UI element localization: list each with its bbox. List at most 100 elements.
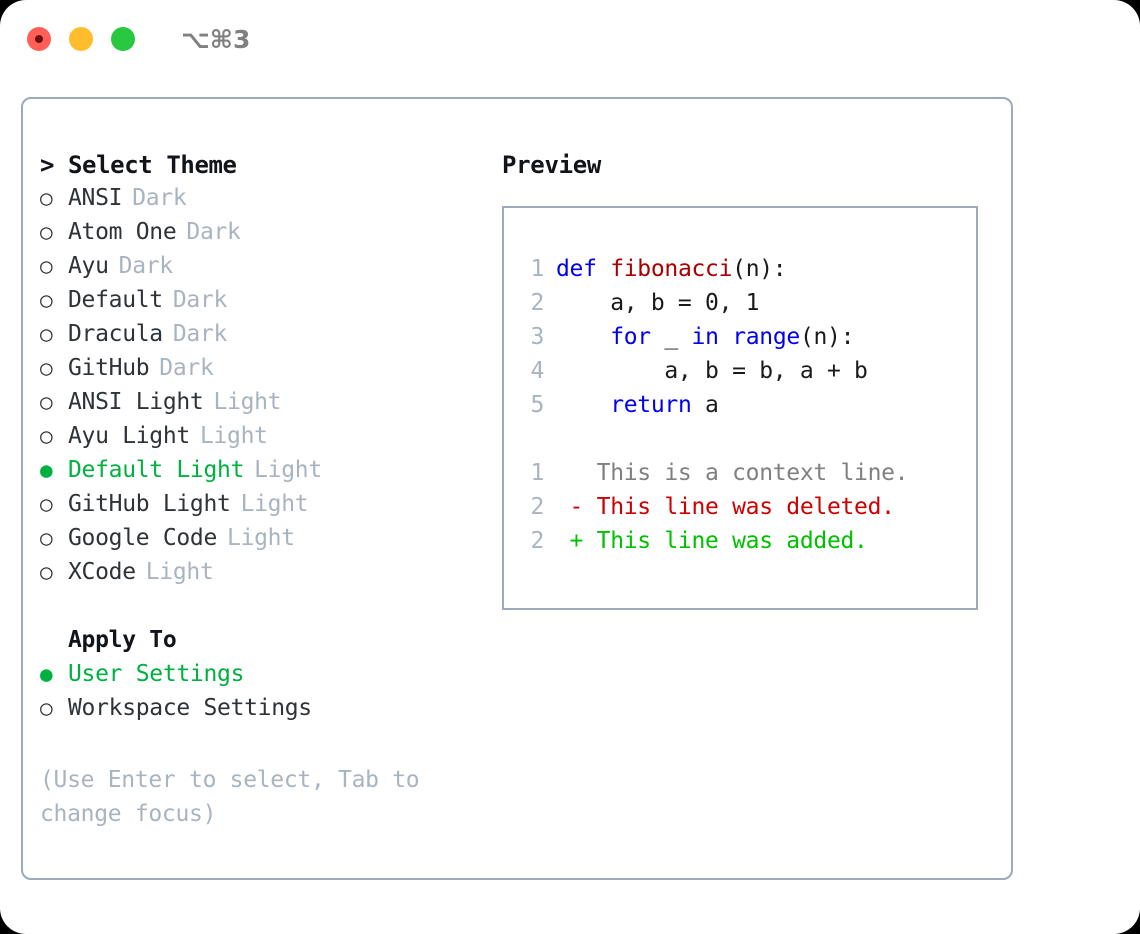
close-button[interactable] (27, 27, 51, 51)
diff-line-content: + This line was added. (556, 524, 868, 558)
theme-option-label: Dracula (68, 321, 163, 347)
apply-to-option-label: Workspace Settings (68, 695, 312, 721)
diff-line: 2 - This line was deleted. (518, 490, 976, 524)
select-theme-heading: > Select Theme (40, 151, 480, 185)
line-number: 5 (530, 392, 544, 418)
line-number: 1 (530, 256, 544, 282)
theme-option-variant-tag: Dark (172, 321, 228, 347)
theme-option-label: GitHub Light (68, 491, 231, 517)
code-line-content: a, b = 0, 1 (556, 286, 759, 320)
focus-marker-icon: > (40, 151, 55, 179)
code-line: 5 return a (518, 388, 976, 422)
token-kw: for (610, 324, 651, 350)
token-fn: fibonacci (610, 256, 733, 282)
keyboard-hint: (Use Enter to select, Tab to change focu… (40, 767, 420, 827)
theme-option-label: ANSI (68, 185, 123, 211)
code-line: 3 for _ in range(n): (518, 320, 976, 354)
code-diff-separator (518, 422, 976, 456)
radio-unselected-icon: ○ (40, 560, 53, 584)
theme-option-label: Atom One (68, 219, 177, 245)
theme-option-label: ANSI Light (68, 389, 204, 415)
token-kw: in (691, 324, 719, 350)
line-number: 3 (530, 324, 544, 350)
radio-selected-icon: ● (40, 458, 53, 482)
token-kw: def (556, 256, 611, 282)
diff-line: 2 + This line was added. (518, 524, 976, 558)
apply-to-option-workspace-settings[interactable]: ○Workspace Settings (40, 695, 480, 729)
theme-option-ansi[interactable]: ○ ANSI Dark (40, 185, 480, 219)
theme-option-default-light[interactable]: ● Default Light Light (40, 457, 480, 491)
token-plain: (n): (799, 324, 855, 350)
token-ctx: This is a context line. (556, 460, 909, 486)
traffic-light-group (27, 27, 135, 51)
theme-option-google-code[interactable]: ○ Google Code Light (40, 525, 480, 559)
theme-option-variant-tag: Dark (118, 253, 174, 279)
radio-unselected-icon: ○ (40, 288, 53, 312)
maximize-button[interactable] (111, 27, 135, 51)
code-line-content: a, b = b, a + b (556, 354, 868, 388)
theme-option-variant-tag: Dark (159, 355, 214, 381)
diff-sample: 1 This is a context line.2 - This line w… (518, 456, 976, 558)
token-add: + This line was added. (556, 528, 868, 554)
token-plain: _ (650, 324, 692, 350)
theme-option-github-light[interactable]: ○ GitHub Light Light (40, 491, 480, 525)
theme-option-variant-tag: Dark (132, 185, 187, 211)
theme-option-label: Default (68, 287, 163, 313)
apply-to-option-label: User Settings (68, 661, 245, 687)
theme-option-ayu[interactable]: ○ Ayu Dark (40, 253, 480, 287)
token-plain (556, 392, 610, 418)
token-plain: a (691, 392, 719, 418)
theme-option-variant-tag: Light (199, 423, 268, 449)
theme-option-variant-tag: Light (145, 559, 214, 585)
line-number: 2 (530, 528, 544, 554)
token-kw: range (732, 324, 800, 350)
code-line: 2 a, b = 0, 1 (518, 286, 976, 320)
radio-unselected-icon: ○ (40, 492, 53, 516)
line-number: 2 (530, 494, 544, 520)
theme-option-label: Ayu (68, 253, 109, 279)
diff-line: 1 This is a context line. (518, 456, 976, 490)
line-number: 1 (530, 460, 544, 486)
theme-option-dracula[interactable]: ○ Dracula Dark (40, 321, 480, 355)
radio-unselected-icon: ○ (40, 322, 53, 346)
apply-to-option-user-settings[interactable]: ●User Settings (40, 661, 480, 695)
radio-unselected-icon: ○ (40, 254, 53, 278)
token-del: - This line was deleted. (556, 494, 895, 520)
radio-unselected-icon: ○ (40, 424, 53, 448)
radio-unselected-icon: ○ (40, 390, 53, 414)
code-line: 1 def fibonacci(n): (518, 252, 976, 286)
theme-option-label: Google Code (68, 525, 218, 551)
preview-title: Preview (502, 151, 602, 179)
theme-option-variant-tag: Light (240, 491, 309, 517)
radio-unselected-icon: ○ (40, 356, 53, 380)
theme-option-variant-tag: Light (254, 457, 322, 483)
theme-option-variant-tag: Light (227, 525, 295, 551)
title-bar: ⌥⌘3 (0, 0, 1140, 78)
diff-line-content: This is a context line. (556, 456, 909, 490)
radio-unselected-icon: ○ (40, 186, 53, 210)
theme-option-label: Default Light (68, 457, 245, 483)
apply-to-heading-label: Apply To (68, 627, 177, 653)
line-number: 2 (530, 290, 544, 316)
token-plain (719, 324, 733, 350)
radio-unselected-icon: ○ (40, 526, 53, 550)
line-number: 4 (530, 358, 544, 384)
token-plain: (n): (732, 256, 787, 282)
minimize-button[interactable] (69, 27, 93, 51)
token-plain: a, b = 0, 1 (556, 290, 760, 316)
radio-unselected-icon: ○ (40, 220, 53, 244)
diff-line-content: - This line was deleted. (556, 490, 895, 524)
